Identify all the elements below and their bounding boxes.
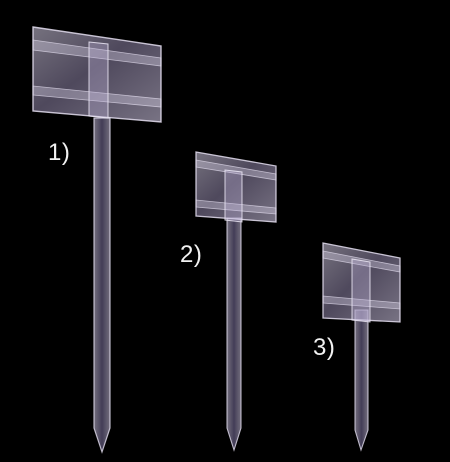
stake-3	[322, 242, 401, 452]
stake-1-band-bottom	[32, 85, 162, 108]
stake-3-plate	[322, 242, 401, 323]
stake-2-slot	[224, 169, 243, 223]
stake-2-plate	[195, 151, 277, 223]
stake-2-band-top	[195, 159, 277, 181]
stake-1-band-top	[32, 39, 162, 67]
stake-1-label: 1)	[48, 139, 71, 166]
stake-1-slot	[88, 41, 109, 119]
stake-3-band-bottom	[322, 295, 401, 310]
stake-3-slot	[351, 258, 371, 323]
stake-2-shaft	[226, 217, 242, 452]
stake-3-shaft	[354, 309, 369, 452]
stake-1	[32, 26, 162, 454]
stake-2-label: 2)	[180, 241, 203, 268]
stake-3-label: 3)	[313, 334, 336, 361]
stake-2	[195, 151, 277, 452]
stake-2-band-bottom	[195, 199, 277, 215]
stake-3-band-top	[322, 250, 401, 273]
stake-1-shaft	[93, 117, 111, 454]
